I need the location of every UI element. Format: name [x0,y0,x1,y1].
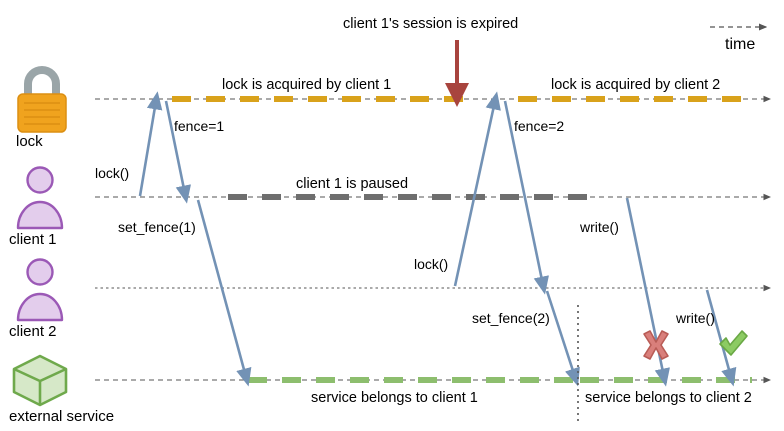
actor-label-external-service: external service [9,408,115,425]
padlock-icon [17,66,67,133]
cube-icon [12,354,68,407]
arrow-set-fence-1-call [196,199,252,387]
note-lock-acquired-client2: lock is acquired by client 2 [551,77,721,93]
note-lock-acquired-client1: lock is acquired by client 1 [222,77,392,93]
person-icon-client-2 [16,258,64,322]
arrow-fence1-reply [164,100,191,204]
arrow-set-fence-2-call [545,290,580,387]
message-label-lock-call-client2: lock() [414,256,449,272]
message-label-lock-call-client1: lock() [95,165,130,181]
note-service-owner-client2: service belongs to client 2 [585,390,752,406]
person-icon-client-1 [16,166,64,230]
message-label-set-fence-2-call: set_fence(2) [472,310,550,326]
arrow-lock-call-client1 [138,91,163,197]
message-label-fence2-reply: fence=2 [514,118,565,134]
message-label-fence1-reply: fence=1 [174,118,225,134]
message-label-write-call-client2: write() [676,310,715,326]
time-axis-label: time [725,36,756,53]
rejected-write-marker [643,330,669,360]
arrow-lock-call-client2 [453,91,501,287]
note-client1-paused: client 1 is paused [296,176,409,192]
session-expiry-note: client 1's session is expired [343,16,519,32]
note-service-owner-client1: service belongs to client 1 [311,390,478,406]
arrow-write-call-client2 [705,289,737,387]
actor-label-client-2: client 2 [9,323,57,340]
actor-label-client-1: client 1 [9,231,57,248]
message-label-write-call-client1: write() [580,219,619,235]
actor-label-lock: lock [16,133,43,150]
arrow-fence2-reply [503,100,549,295]
accepted-write-marker [719,330,748,356]
message-label-set-fence-1-call: set_fence(1) [118,219,196,235]
